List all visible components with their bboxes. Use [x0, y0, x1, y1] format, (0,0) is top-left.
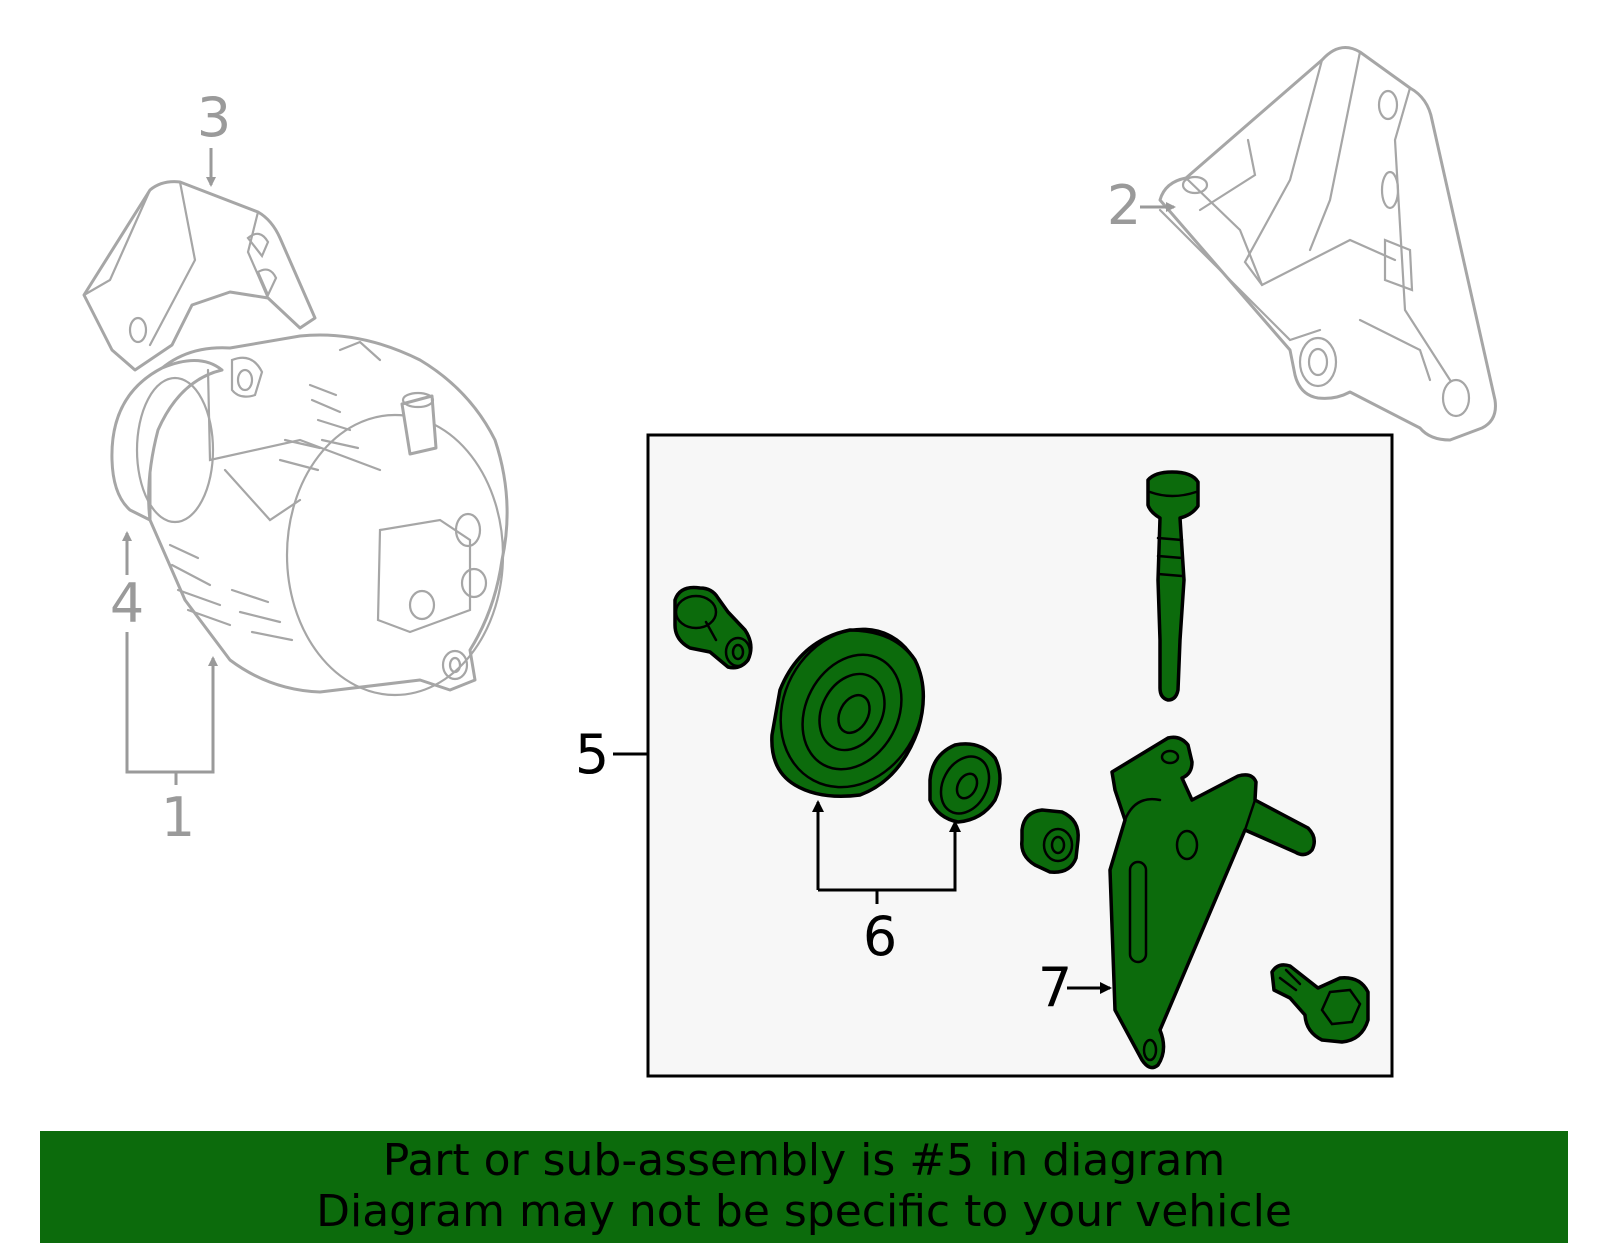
callout-7: 7 — [1038, 956, 1072, 1019]
leader-line-6b — [818, 820, 961, 892]
idler-pulley-small — [928, 742, 1002, 824]
bracket-part-3 — [82, 180, 317, 372]
spacer-nut — [1020, 808, 1080, 874]
info-banner: Part or sub-assembly is #5 in diagram Di… — [40, 1131, 1568, 1243]
idler-bolt-left — [673, 585, 753, 670]
callout-3: 3 — [197, 86, 231, 149]
callout-4: 4 — [110, 572, 144, 635]
tensioner-bracket-part-7 — [1108, 735, 1316, 1070]
callout-1: 1 — [161, 786, 195, 849]
banner-line-2: Diagram may not be specific to your vehi… — [316, 1186, 1292, 1237]
bracket-part-2 — [1158, 46, 1497, 442]
long-bolt — [1146, 470, 1200, 702]
flange-bolt — [1270, 963, 1370, 1044]
banner-line-1: Part or sub-assembly is #5 in diagram — [382, 1135, 1226, 1186]
idler-pulley-large — [770, 627, 926, 798]
alternator-part-1 — [110, 333, 509, 697]
callout-6: 6 — [863, 905, 897, 968]
leader-line-1 — [125, 632, 218, 774]
callout-2: 2 — [1107, 174, 1141, 237]
callout-5: 5 — [575, 723, 609, 786]
